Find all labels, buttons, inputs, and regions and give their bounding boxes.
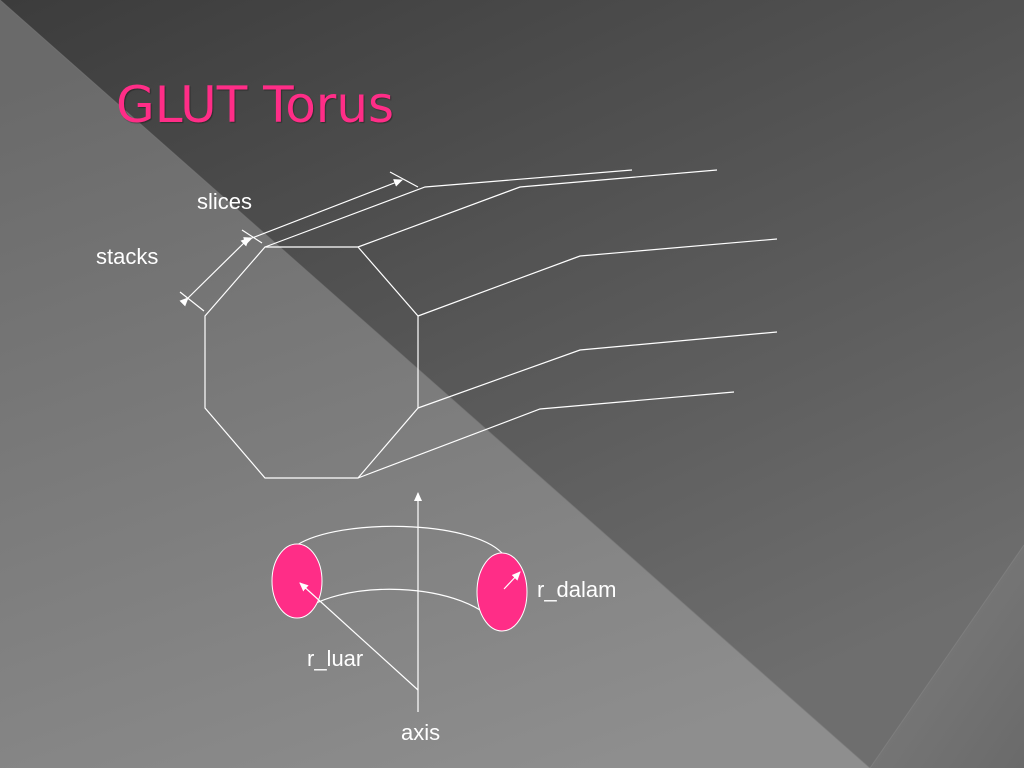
axis-label: axis bbox=[401, 720, 441, 745]
stacks-label: stacks bbox=[96, 244, 159, 269]
r-dalam-arrow bbox=[503, 571, 521, 590]
slide-title: GLUT Torus bbox=[116, 76, 395, 134]
torus-shape bbox=[271, 525, 528, 632]
slices-label: slices bbox=[197, 189, 253, 214]
r-dalam-label: r_dalam bbox=[537, 577, 617, 602]
torus-right-section bbox=[476, 552, 528, 632]
r-luar-label: r_luar bbox=[307, 646, 364, 671]
torus-left-section bbox=[271, 543, 323, 619]
stacks-dimension bbox=[179, 237, 250, 312]
r-luar-arrow bbox=[299, 582, 419, 691]
octagon-cross-section bbox=[204, 246, 419, 479]
slices-dimension bbox=[241, 171, 419, 245]
slice-lines bbox=[264, 169, 778, 479]
